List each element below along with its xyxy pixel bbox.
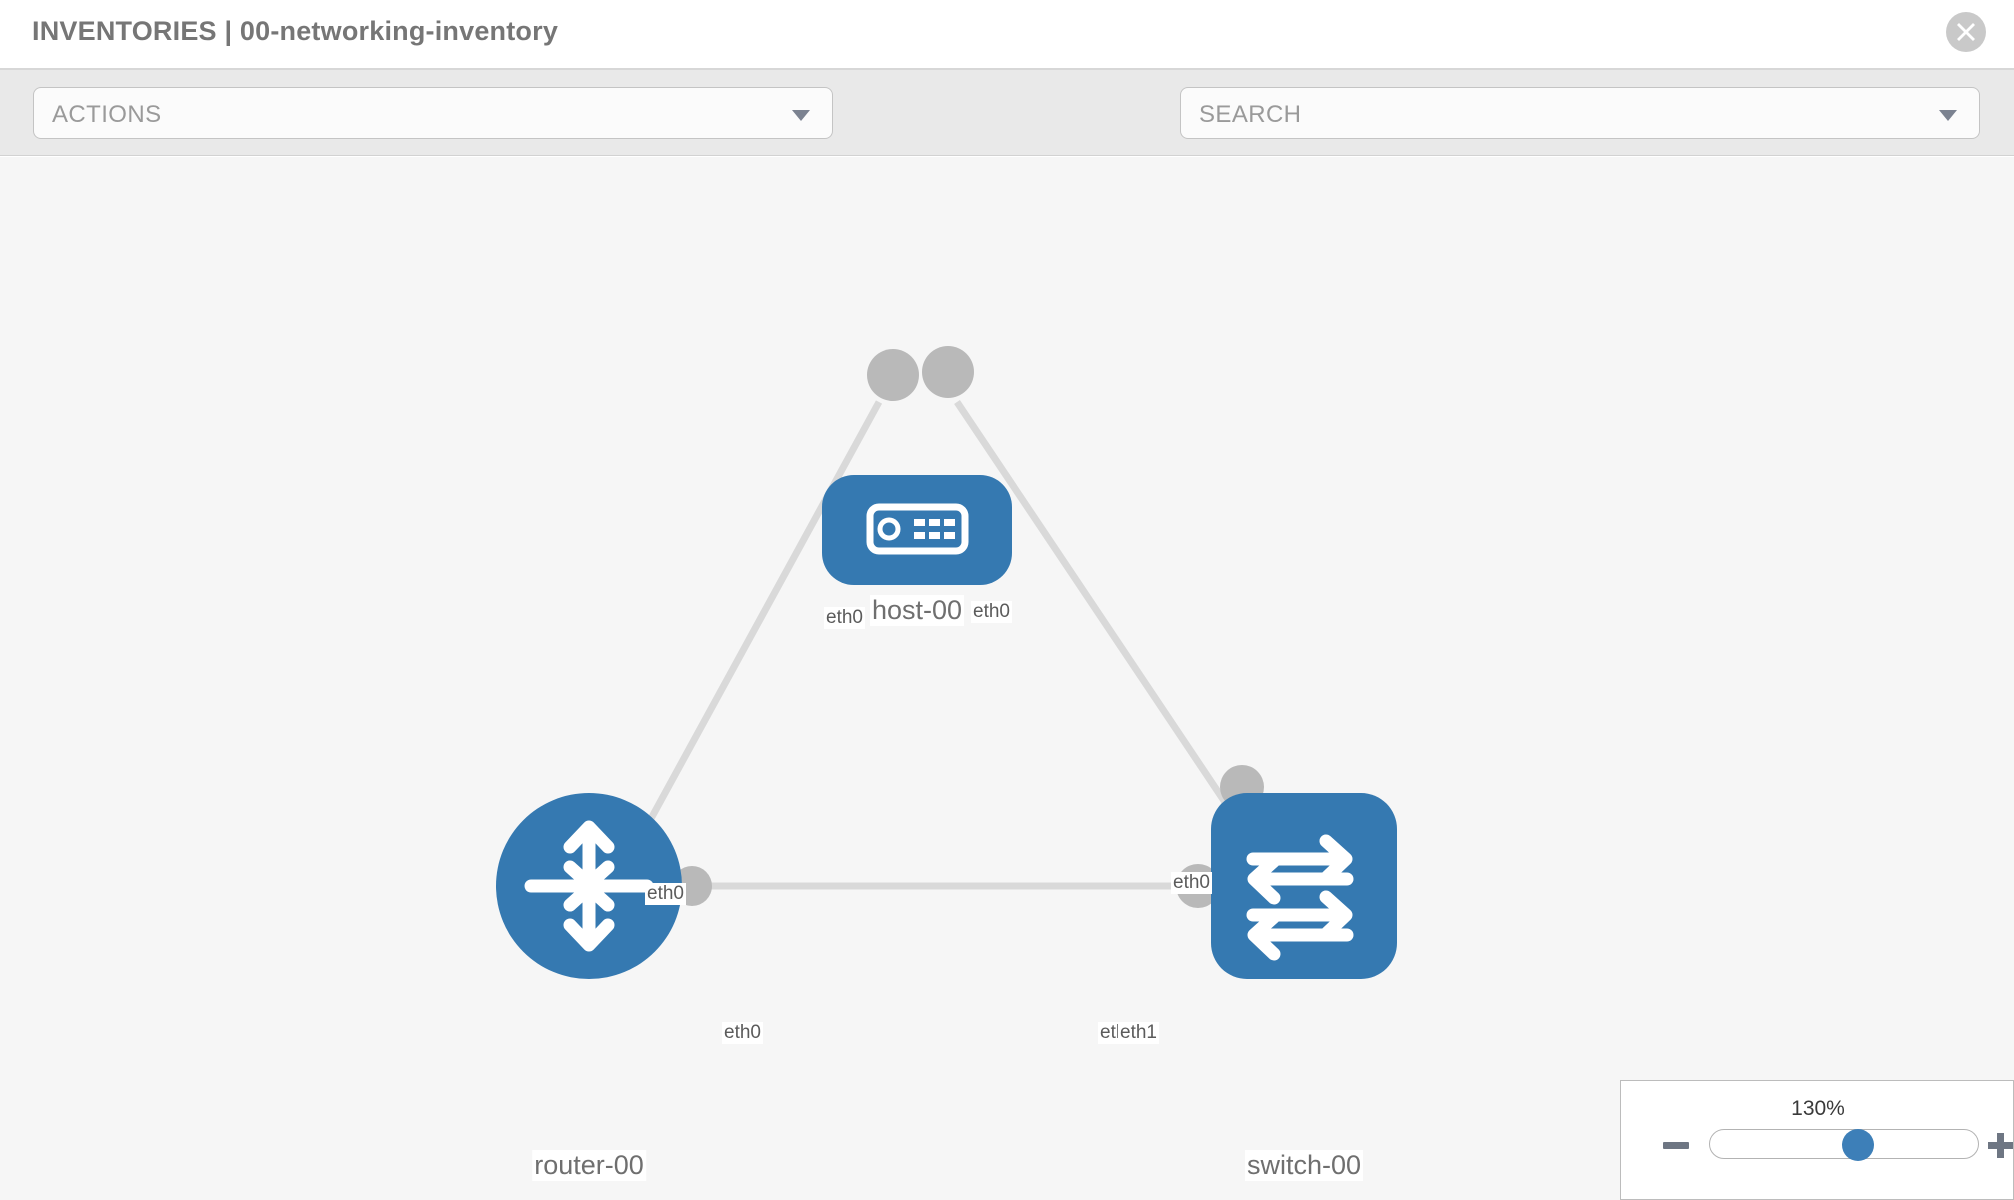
link-group — [626, 400, 1258, 890]
zoom-level-value: 130% — [1791, 1097, 1845, 1120]
link-host-switch[interactable] — [954, 400, 1258, 849]
zoom-in-button[interactable] — [1988, 1133, 2013, 1158]
iface-label: eth0 — [824, 607, 865, 629]
topology-graph — [496, 346, 1397, 979]
connector-host-left[interactable] — [867, 349, 919, 401]
topology-canvas[interactable]: host-00 router-00 switch-00 eth0 eth0 et… — [0, 157, 2014, 1200]
close-button[interactable] — [1946, 12, 1986, 52]
switch-arrows-icon — [1246, 834, 1354, 961]
connector-group — [672, 346, 1264, 908]
search-input[interactable]: SEARCH — [1180, 87, 1980, 139]
toolbar: ACTIONS SEARCH — [0, 70, 2014, 196]
chevron-down-icon — [1939, 110, 1957, 121]
actions-dropdown[interactable]: ACTIONS — [33, 87, 833, 139]
iface-label: eth0 — [971, 601, 1012, 623]
search-placeholder: SEARCH — [1199, 101, 1302, 128]
chevron-down-icon — [792, 110, 810, 121]
router-arrows-icon — [524, 820, 654, 952]
node-label-switch-00: switch-00 — [1244, 1150, 1364, 1182]
node-label-host-00: host-00 — [869, 595, 965, 627]
zoom-control-panel: 130% — [1620, 1080, 2014, 1200]
link-host-router[interactable] — [626, 400, 883, 859]
iface-label: eth0 — [1171, 872, 1212, 894]
page-header: INVENTORIES | 00-networking-inventory — [0, 0, 2014, 70]
iface-label: eth0 — [645, 883, 686, 905]
node-router-00[interactable] — [496, 793, 682, 979]
zoom-out-button[interactable] — [1663, 1142, 1689, 1149]
server-icon — [866, 503, 969, 555]
page-title: INVENTORIES | 00-networking-inventory — [32, 16, 559, 46]
iface-label: eth1 — [1118, 1022, 1159, 1044]
node-switch-00[interactable] — [1211, 793, 1397, 979]
zoom-slider-thumb[interactable] — [1842, 1129, 1874, 1161]
node-label-router-00: router-00 — [532, 1150, 646, 1182]
node-host-00[interactable] — [822, 475, 1012, 585]
connector-host-right[interactable] — [922, 346, 974, 398]
actions-dropdown-label: ACTIONS — [52, 101, 162, 128]
close-icon — [1957, 23, 1975, 41]
iface-label: eth0 — [722, 1022, 763, 1044]
